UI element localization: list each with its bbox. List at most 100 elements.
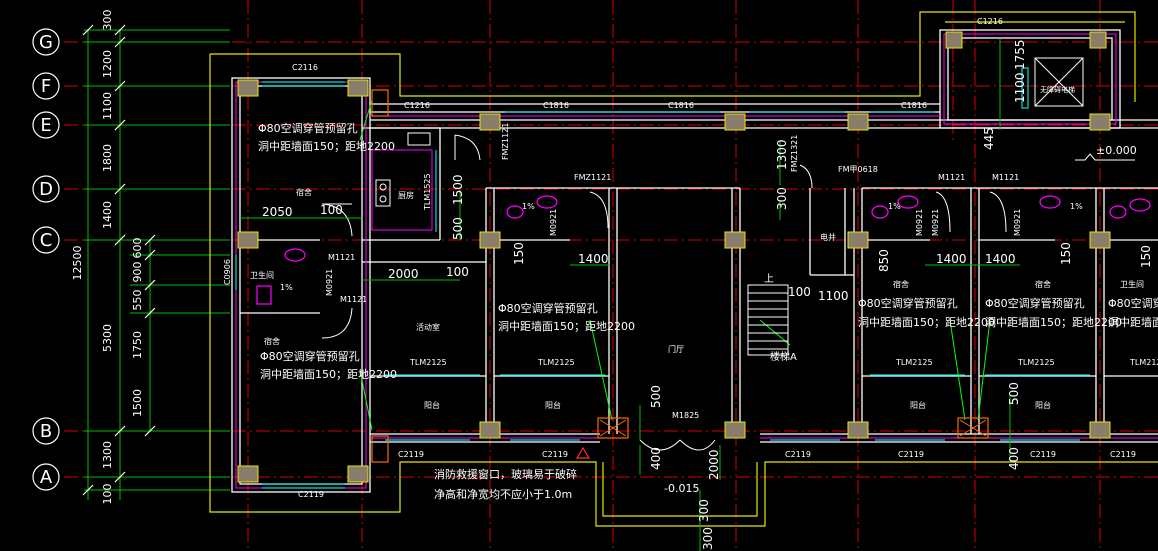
dim-1400-a: 1400 xyxy=(578,252,609,266)
dim-500-c: 500 xyxy=(649,385,663,408)
window-code-tlm2125-b: TLM2125 xyxy=(537,358,575,367)
axis-grid xyxy=(64,0,1158,551)
axis-label-a: A xyxy=(40,467,53,488)
ac-note-1-line-1: Φ80空调穿管预留孔 xyxy=(258,121,358,135)
dim-1800: 1800 xyxy=(101,144,114,172)
room-label-10: 宿舍 xyxy=(1035,279,1051,289)
ac-note-3-line-1: Φ80空调穿管预留孔 xyxy=(498,301,598,315)
slope-label-2: 1% xyxy=(522,202,535,211)
dim-1100: 1100 xyxy=(101,92,114,120)
dim-100: 100 xyxy=(101,484,114,505)
dim-600: 600 xyxy=(131,238,144,259)
door-code-m1121-d: M1121 xyxy=(992,173,1019,182)
window-code-c2119-a: C2119 xyxy=(298,490,324,499)
dim-300-a: 300 xyxy=(775,187,789,210)
dim-1400-c: 1400 xyxy=(985,252,1016,266)
axis-bubble-e: E xyxy=(32,111,60,139)
room-labels: 宿舍 厨房 卫生间 宿舍 活动室 阳台 阳台 电井 宿舍 宿舍 阳台 阳台 卫生… xyxy=(250,187,1144,410)
elevation-0: ±0.000 xyxy=(1096,144,1137,157)
door-code-m1121-c: M1121 xyxy=(938,173,965,182)
ac-note-5-line-2: 洞中距墙面150；距地2200 xyxy=(985,315,1122,329)
axis-bubble-b: B xyxy=(32,417,60,445)
dim-1755: 1755 xyxy=(1013,39,1027,70)
door-code-fmz1121-b: FMZ1121 xyxy=(574,173,611,182)
dim-1500: 1500 xyxy=(131,389,144,417)
room-label-8: 电井 xyxy=(820,232,836,242)
room-label-2: 厨房 xyxy=(398,190,414,200)
dim-12500: 12500 xyxy=(71,246,84,281)
door-code-m0921-b: M0921 xyxy=(549,209,558,236)
elevation-minus-0015: -0.015 xyxy=(664,482,699,495)
window-code-c2119-b: C2119 xyxy=(398,450,424,459)
ac-note-2-line-1: Φ80空调穿管预留孔 xyxy=(260,349,360,363)
door-swings xyxy=(321,134,1007,451)
dim-300: 300 xyxy=(101,10,114,31)
door-code-m1121-b: M1121 xyxy=(340,295,367,304)
ac-note-5-line-1: Φ80空调穿管预留孔 xyxy=(985,296,1085,310)
axis-label-e: E xyxy=(40,115,51,136)
dim-850: 850 xyxy=(877,249,891,272)
axis-label-b: B xyxy=(40,421,52,442)
dim-1300-b: 1300 xyxy=(775,139,789,170)
dim-150-c: 150 xyxy=(1139,245,1153,268)
slope-label-4: 1% xyxy=(1070,202,1083,211)
room-label-7: 阳台 xyxy=(545,400,561,410)
door-code-fmz1321: FMZ1321 xyxy=(790,135,799,172)
window-code-c2119-e: C2119 xyxy=(898,450,924,459)
ac-note-6-line-1: Φ80空调穿管预留孔 xyxy=(1108,296,1158,310)
door-code-m1121-a: M1121 xyxy=(328,253,355,262)
door-code-m0921-e: M0921 xyxy=(1013,209,1022,236)
kitchen-fixtures xyxy=(375,132,431,207)
dim-1400: 1400 xyxy=(101,201,114,229)
slope-label-1: 1% xyxy=(280,283,293,292)
window-code-c1816-c: C1816 xyxy=(901,101,927,110)
window-code-c1216-b: C1216 xyxy=(977,17,1003,26)
dim-2000-b: 2000 xyxy=(707,449,721,480)
annotations: Φ80空调穿管预留孔 洞中距墙面150；距地2200 Φ80空调穿管预留孔 洞中… xyxy=(258,85,1158,501)
stair-a xyxy=(747,284,789,356)
dim-2000: 2000 xyxy=(388,267,419,281)
lobby-label: 门厅 xyxy=(668,344,684,354)
axis-label-g: G xyxy=(39,32,53,53)
slope-label-3: 1% xyxy=(888,202,901,211)
window-code-c2119-c: C2119 xyxy=(542,450,568,459)
room-label-11: 阳台 xyxy=(910,400,926,410)
ac-note-1-line-2: 洞中距墙面150；距地2200 xyxy=(258,139,395,153)
window-code-tlm2125-c: TLM2125 xyxy=(895,358,933,367)
columns xyxy=(237,31,1111,483)
elevator-label: 无障碍电梯 xyxy=(1040,85,1075,94)
window-code-tlm2125-d: TLM2125 xyxy=(1017,358,1055,367)
outer-outline xyxy=(209,11,1158,527)
dim-900: 900 xyxy=(131,262,144,283)
left-dimension-lines xyxy=(84,29,230,500)
axis-bubble-d: D xyxy=(32,175,60,203)
left-dimension-ticks xyxy=(82,24,156,496)
dim-500-b: 500 xyxy=(1007,382,1021,405)
left-dimension-texts: 300 1200 1100 1800 1400 12500 600 900 55… xyxy=(71,10,144,505)
window-code-tlm2125-a: TLM2125 xyxy=(409,358,447,367)
window-code-c1216-a: C1216 xyxy=(404,101,430,110)
window-code-c0906: C0906 xyxy=(223,259,232,285)
dim-550: 550 xyxy=(131,290,144,311)
ac-pipe-lines xyxy=(359,99,991,431)
axis-bubble-a: A xyxy=(32,463,60,491)
sanitary-fixtures xyxy=(256,195,1151,305)
door-code-m0921-c: M0921 xyxy=(915,209,924,236)
walls xyxy=(231,29,1158,493)
axis-label-d: D xyxy=(39,179,53,200)
ac-note-6-line-2: 洞中距墙面15 xyxy=(1108,315,1158,329)
window-code-c2116: C2116 xyxy=(292,63,318,72)
room-label-9: 宿舍 xyxy=(893,279,909,289)
dim-445: 445 xyxy=(982,127,996,150)
axis-bubble-g: G xyxy=(32,28,60,56)
dim-1400-b: 1400 xyxy=(936,252,967,266)
dim-300-c: 300 xyxy=(697,499,711,522)
dim-500: 500 xyxy=(451,217,465,240)
dim-150-a: 150 xyxy=(512,242,526,265)
door-code-m1825: M1825 xyxy=(672,411,699,420)
dim-150-b: 150 xyxy=(1059,242,1073,265)
inner-dimension-lines xyxy=(240,38,1020,551)
axis-bubble-f: F xyxy=(32,72,60,100)
dim-100-c: 100 xyxy=(788,285,811,299)
